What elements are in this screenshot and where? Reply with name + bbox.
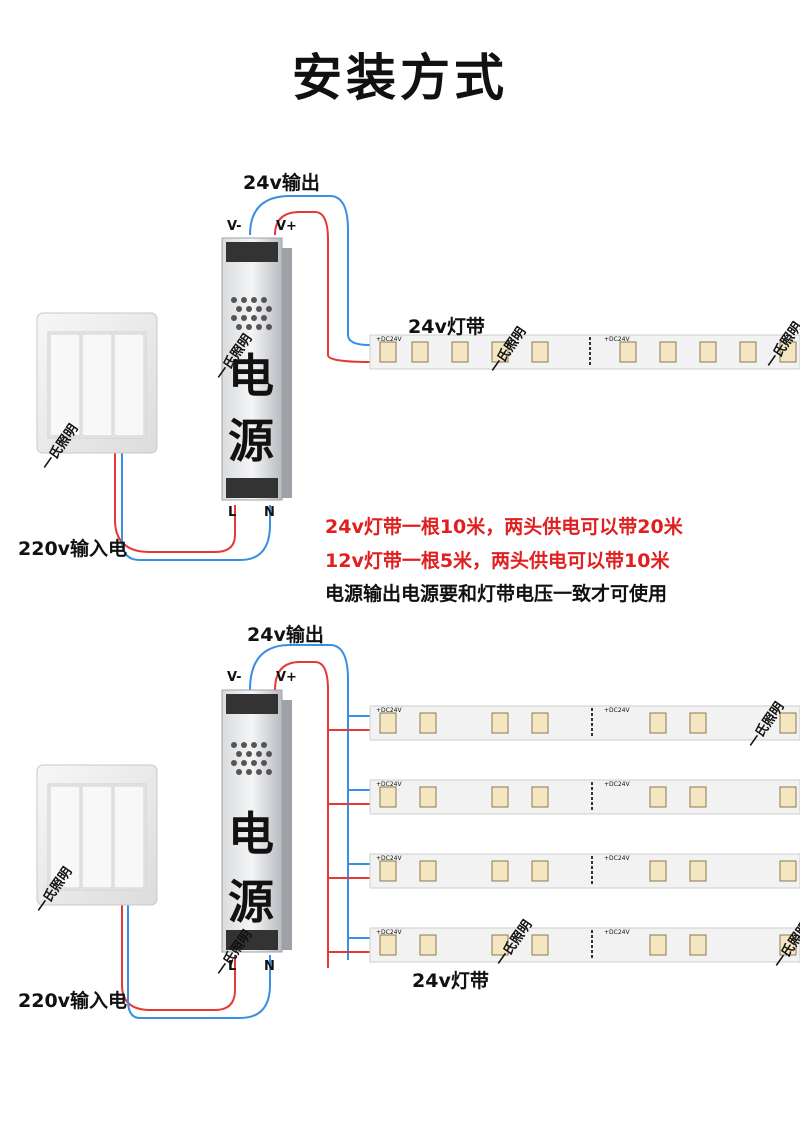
strip-print-label: +DC24V: [376, 336, 402, 343]
note-line-2: 12v灯带一根5米，两头供电可以带10米: [325, 550, 670, 572]
wire-v-minus-top: [249, 195, 371, 346]
note-line-3: 电源输出电源要和灯带电压一致才可使用: [325, 583, 668, 605]
strip-label-bottom: 24v灯带: [412, 970, 489, 992]
strip-print-label: +DC24V: [604, 855, 630, 862]
led-strip-top: [369, 334, 800, 370]
n-label-bottom: N: [264, 959, 275, 974]
l-label-top: L: [228, 505, 237, 520]
input-label-bottom: 220v输入电: [18, 990, 128, 1012]
psu-vent-holes-bottom: [231, 742, 272, 775]
power-char-1-top: 电: [228, 349, 274, 403]
v-plus-label-top: V+: [276, 219, 297, 234]
strip-print-label: +DC24V: [604, 929, 630, 936]
input-label-top: 220v输入电: [18, 538, 128, 560]
power-char-1-bottom: 电: [228, 807, 274, 861]
wire-branches-bottom: [328, 715, 370, 953]
strip-print-label: +DC24V: [376, 855, 402, 862]
strip-print-label: +DC24V: [604, 336, 630, 343]
wire-n-top: [121, 450, 271, 561]
n-label-top: N: [264, 505, 275, 520]
power-char-2-top: 源: [228, 414, 274, 468]
power-char-2-bottom: 源: [228, 875, 274, 929]
led-strip-bottom-4: [369, 927, 800, 963]
strip-print-label: +DC24V: [376, 707, 402, 714]
strip-label-top: 24v灯带: [408, 316, 485, 338]
wall-switch-top: [36, 312, 158, 454]
wire-v-plus-bottom: [274, 661, 329, 968]
wire-l-top: [114, 450, 236, 553]
wire-l-bottom: [121, 905, 236, 1011]
led-strip-bottom-3: [369, 853, 800, 889]
v-minus-label-bottom: V-: [227, 670, 242, 685]
strip-print-label: +DC24V: [376, 781, 402, 788]
power-supply-bottom: [221, 689, 292, 953]
strip-print-label: +DC24V: [604, 707, 630, 714]
wall-switch-bottom: [36, 764, 158, 906]
page-title: 安装方式: [292, 49, 508, 107]
output-label-bottom: 24v输出: [247, 624, 324, 646]
output-label-top: 24v输出: [243, 172, 320, 194]
strip-print-label: +DC24V: [604, 781, 630, 788]
note-line-1: 24v灯带一根10米，两头供电可以带20米: [325, 516, 683, 538]
psu-vent-holes-top: [231, 297, 272, 330]
wire-v-minus-bottom: [249, 644, 349, 960]
led-strip-bottom-2: [369, 779, 800, 815]
v-plus-label-bottom: V+: [276, 670, 297, 685]
l-label-bottom: L: [228, 959, 237, 974]
wire-v-plus-top: [274, 211, 371, 363]
v-minus-label-top: V-: [227, 219, 242, 234]
power-supply-top: [221, 237, 292, 501]
led-strip-bottom-1: [369, 705, 800, 741]
strip-print-label: +DC24V: [376, 929, 402, 936]
wire-n-bottom: [127, 905, 271, 1019]
